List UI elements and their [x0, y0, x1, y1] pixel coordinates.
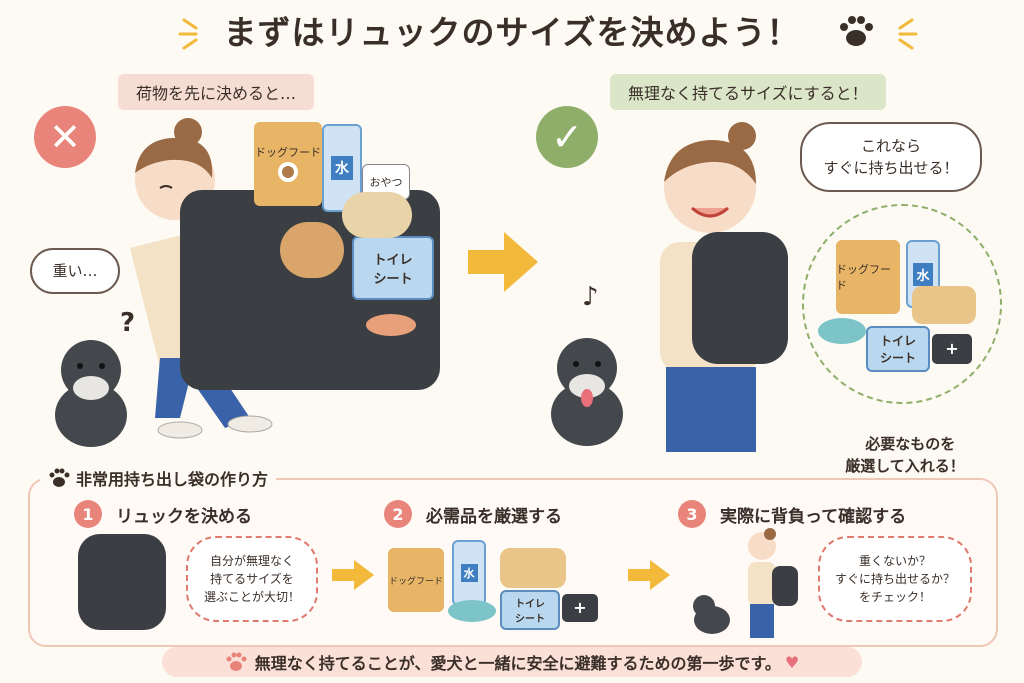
title-sparkle-right	[882, 14, 918, 54]
music-note: ♪	[582, 282, 599, 312]
paw-icon	[49, 468, 70, 487]
step-1-header: 1 リュックを決める	[74, 500, 252, 528]
title-sparkle-left	[178, 14, 214, 54]
arrow-right-icon	[468, 232, 538, 292]
woman-with-backpack-illustration	[693, 528, 798, 638]
page-title: まずはリュックのサイズを決めよう！	[223, 13, 801, 52]
step-title: 必需品を厳選する	[426, 506, 562, 527]
snack-bag: おやつ	[362, 164, 410, 200]
step-title: リュックを決める	[116, 506, 252, 527]
easy-bubble: これなら すぐに持ち出せる！	[800, 122, 982, 192]
dogfood-bag: ドッグフード	[254, 122, 322, 206]
footer-message: 無理なく持てることが、愛犬と一緒に安全に避難するための第一歩です。 ♥	[162, 647, 862, 677]
step-number: 1	[74, 500, 102, 528]
check-icon: ✓	[536, 106, 598, 168]
backpack-icon	[78, 534, 166, 630]
toilet-sheet: トイレ シート	[352, 236, 434, 300]
towels	[500, 548, 566, 588]
arrow-right-icon	[628, 560, 670, 590]
cross-icon: ✕	[34, 106, 96, 168]
plush-toys	[280, 222, 344, 278]
paw-icon	[226, 652, 247, 671]
heavy-bubble: 重い…	[30, 248, 120, 294]
pet-bowl	[818, 318, 866, 344]
towel-roll	[342, 192, 412, 238]
question-mark: ?	[120, 308, 136, 338]
toilet-sheet: トイレ シート	[866, 326, 930, 372]
essentials-caption: 必要なものを 厳選して入れる！	[845, 434, 965, 476]
step-3-header: 3 実際に背負って確認する	[678, 500, 906, 528]
dogfood-bag: ドッグフード	[388, 548, 444, 612]
arrow-right-icon	[332, 560, 374, 590]
dogfood-bag: ドッグフード	[836, 240, 900, 314]
pet-bowl	[366, 314, 416, 336]
water-bottle: 水	[452, 540, 486, 606]
schnauzer-dog-left	[55, 340, 127, 447]
right-size-backpack	[692, 232, 788, 364]
dog-face-icon	[278, 162, 298, 182]
essentials-circle	[802, 204, 1002, 404]
towels	[912, 286, 976, 324]
section-heading: 非常用持ち出し袋の作り方	[40, 466, 277, 490]
schnauzer-dog-right	[551, 338, 623, 446]
step-1-bubble: 自分が無理なく 持てるサイズを 選ぶことが大切！	[186, 536, 318, 622]
paw-icon	[836, 14, 876, 54]
step-number: 2	[384, 500, 412, 528]
bad-ribbon: 荷物を先に決めると…	[118, 74, 315, 110]
pet-bowl	[448, 600, 496, 622]
step-title: 実際に背負って確認する	[720, 506, 907, 527]
heart-icon: ♥	[784, 652, 800, 672]
good-ribbon: 無理なく持てるサイズにすると！	[610, 74, 886, 110]
first-aid-kit-icon: +	[562, 594, 598, 622]
step-2-header: 2 必需品を厳選する	[384, 500, 562, 528]
step-3-bubble: 重くないか？ すぐに持ち出せるか？ をチェック！	[818, 536, 972, 622]
step-number: 3	[678, 500, 706, 528]
first-aid-kit-icon: +	[932, 334, 972, 364]
toilet-sheet: トイレ シート	[500, 590, 560, 630]
tired-woman-illustration	[130, 118, 273, 439]
